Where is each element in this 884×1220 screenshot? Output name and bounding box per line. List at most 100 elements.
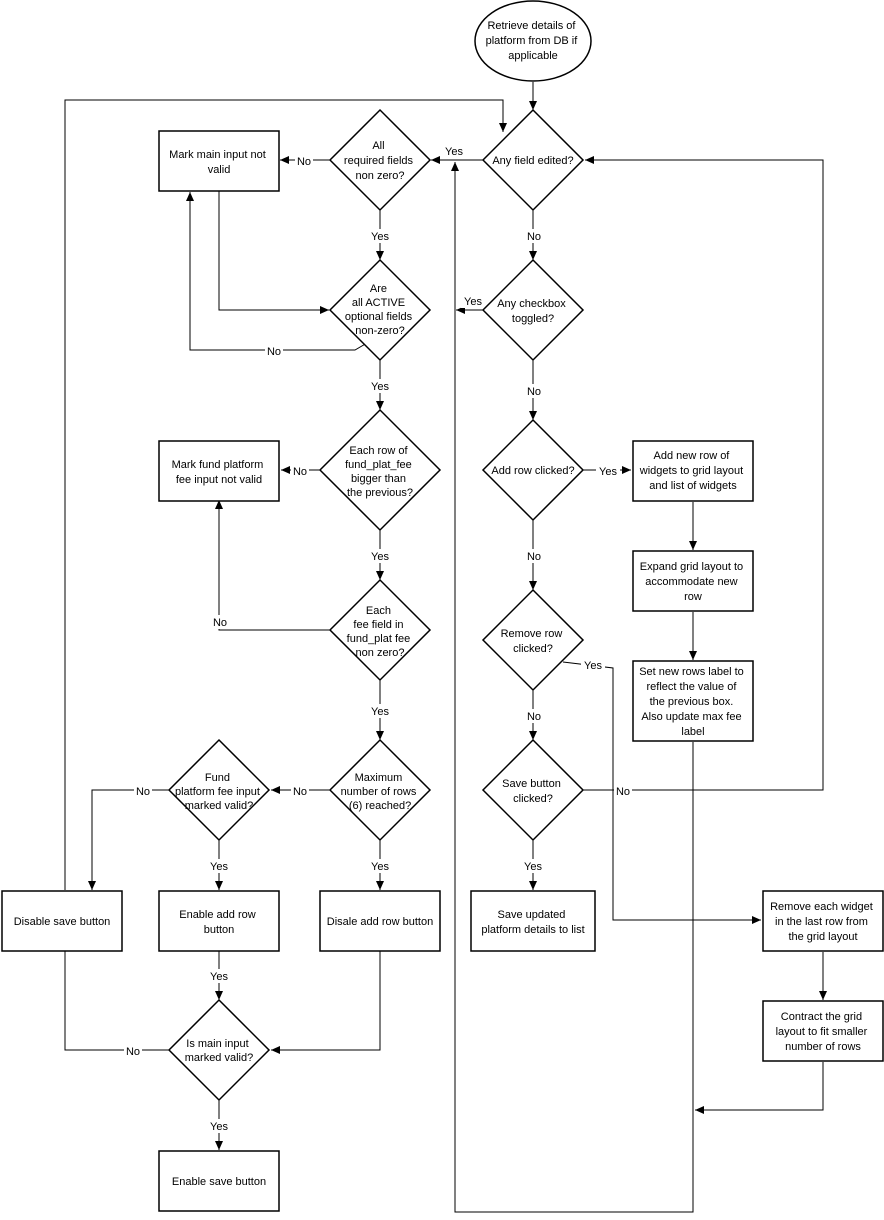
node-start-line: platform from DB if	[486, 35, 579, 47]
label-required-no: No	[297, 156, 311, 168]
node-expand-grid: Expand grid layout to accommodate new ro…	[632, 550, 754, 612]
svg-text:Is main input marked v: Is main input marked valid?	[185, 1038, 253, 1064]
node-start-line: Retrieve details of	[487, 20, 576, 32]
node-mark-fund-line: Mark fund platform	[172, 459, 264, 471]
node-expand-line: accommodate new	[645, 576, 737, 588]
label-bigger-yes: Yes	[371, 551, 389, 563]
node-remove-row-line: Remove row	[501, 628, 563, 640]
svg-text:Add row clicked?: Add row clicked?	[491, 465, 574, 477]
node-main-input-valid: Is main input marked valid?	[167, 998, 271, 1102]
label-remove-row-yes: Yes	[584, 660, 602, 672]
edge-disable-save-loop	[64, 99, 507, 890]
node-contract-grid: Contract the grid layout to fit smaller …	[762, 1000, 884, 1062]
node-add-new-line: and list of widgets	[649, 480, 737, 492]
node-enable-add-row: Enable add row button	[158, 890, 280, 952]
svg-text:Expand grid layout to: Expand grid layout to accommodate new ro…	[640, 561, 746, 603]
edge-contract-return	[695, 1062, 824, 1114]
node-any-field-edited: Any field edited?	[481, 108, 585, 212]
node-labels-line: label	[681, 726, 704, 738]
node-save-clicked: Save button clicked?	[481, 738, 585, 842]
node-remove-widgets-line: in the last row from	[775, 916, 868, 928]
node-start-line: applicable	[508, 50, 558, 62]
edge-disable-add-to-main-valid	[271, 950, 381, 1054]
edge-label-group: Yes No No Yes No Yes No Yes No Yes No Ye…	[124, 144, 632, 1133]
edge-labels-return	[451, 162, 694, 1213]
label-optional-yes: Yes	[371, 381, 389, 393]
label-checkbox-no: No	[527, 386, 541, 398]
node-contract-line: number of rows	[785, 1041, 861, 1053]
node-disable-save: Disable save button	[1, 890, 123, 952]
edge-main-valid-no	[64, 950, 169, 1051]
node-fund-fee-valid: Fund platform fee input marked valid?	[167, 738, 271, 842]
svg-text:Contract the grid layo: Contract the grid layout to fit smaller …	[776, 1011, 871, 1053]
node-bigger-line: fund_plat_fee	[345, 459, 412, 471]
label-save-yes: Yes	[524, 861, 542, 873]
node-expand-line: row	[684, 591, 702, 603]
node-remove-widgets: Remove each widget in the last row from …	[762, 890, 884, 952]
node-add-new-line: widgets to grid layout	[639, 465, 743, 477]
node-labels-line: Also update max fee	[641, 711, 741, 723]
node-enable-save: Enable save button	[158, 1150, 280, 1212]
label-fee-nonzero-no: No	[213, 617, 227, 629]
node-main-valid-line: marked valid?	[185, 1052, 253, 1064]
node-optional-line: non-zero?	[355, 325, 405, 337]
node-bigger-line: Each row of	[349, 445, 408, 457]
label-save-no: No	[616, 786, 630, 798]
svg-text:Each fee field in: Each fee field in fund_plat fee non zero…	[347, 605, 414, 659]
node-max-rows-line: (6) reached?	[349, 800, 411, 812]
node-fee-nonzero-line: fund_plat fee	[347, 633, 411, 645]
svg-text:Mark main input not va: Mark main input not valid	[169, 149, 269, 176]
node-each-row-bigger: Each row of fund_plat_fee bigger than th…	[318, 408, 442, 532]
svg-text:Fund platform fee inpu: Fund platform fee input marked valid?	[175, 772, 263, 812]
label-max-rows-no: No	[293, 786, 307, 798]
node-add-new-row: Add new row of widgets to grid layout an…	[632, 440, 754, 502]
label-bigger-no: No	[293, 466, 307, 478]
node-remove-row-clicked: Remove row clicked?	[481, 588, 585, 692]
svg-text:Each row of fund_plat_: Each row of fund_plat_fee bigger than th…	[345, 445, 415, 499]
node-mark-main-not-valid: Mark main input not valid	[158, 130, 280, 192]
label-enable-add-yes: Yes	[210, 971, 228, 983]
svg-text:Retrieve details of pl: Retrieve details of platform from DB if …	[486, 20, 581, 62]
label-any-field-no: No	[527, 231, 541, 243]
label-main-valid-yes: Yes	[210, 1121, 228, 1133]
node-fee-nonzero-line: Each	[366, 605, 391, 617]
node-max-rows-reached: Maximum number of rows (6) reached?	[328, 738, 432, 842]
node-mark-fund-line: fee input not valid	[176, 474, 262, 486]
node-bigger-line: the previous?	[347, 487, 413, 499]
node-disable-add-line: Disale add row button	[327, 916, 433, 928]
node-any-checkbox-toggled: Any checkbox toggled?	[481, 258, 585, 362]
node-disable-save-line: Disable save button	[14, 916, 111, 928]
edge-fee-nonzero-no	[215, 500, 330, 631]
svg-text:Enable save button: Enable save button	[172, 1176, 266, 1188]
label-checkbox-yes: Yes	[464, 296, 482, 308]
node-checkbox-line: toggled?	[512, 313, 554, 325]
node-labels-line: reflect the value of	[647, 681, 738, 693]
label-any-field-yes: Yes	[445, 146, 463, 158]
label-remove-row-no: No	[527, 711, 541, 723]
label-add-row-no: No	[527, 551, 541, 563]
svg-text:Any field edited?: Any field edited?	[492, 155, 573, 167]
svg-text:Are all ACTIVE: Are all ACTIVE optional fields non-zero?	[345, 283, 415, 337]
node-save-details-line: Save updated	[498, 909, 566, 921]
node-labels-line: the previous box.	[650, 696, 734, 708]
svg-text:Maximum number of rows: Maximum number of rows (6) reached?	[341, 772, 420, 812]
node-add-new-line: Add new row of	[654, 450, 731, 462]
node-checkbox-line: Any checkbox	[497, 298, 566, 310]
svg-text:Set new rows label to: Set new rows label to reflect the value …	[639, 666, 747, 738]
label-fund-valid-yes: Yes	[210, 861, 228, 873]
label-main-valid-no: No	[126, 1046, 140, 1058]
node-all-required-nonzero: All required fields non zero?	[328, 108, 432, 212]
node-fund-valid-line: platform fee input	[175, 786, 260, 798]
node-save-details-line: platform details to list	[481, 924, 584, 936]
node-expand-line: Expand grid layout to	[640, 561, 743, 573]
edge-mark-main-to-optional	[218, 190, 329, 314]
node-all-required-line: required fields	[344, 155, 414, 167]
node-optional-line: Are	[370, 283, 387, 295]
node-fee-nonzero-line: non zero?	[356, 647, 405, 659]
node-disable-add-row: Disale add row button	[319, 890, 441, 952]
node-add-row-clicked: Add row clicked?	[481, 418, 585, 522]
edge-fund-valid-no	[88, 789, 169, 890]
